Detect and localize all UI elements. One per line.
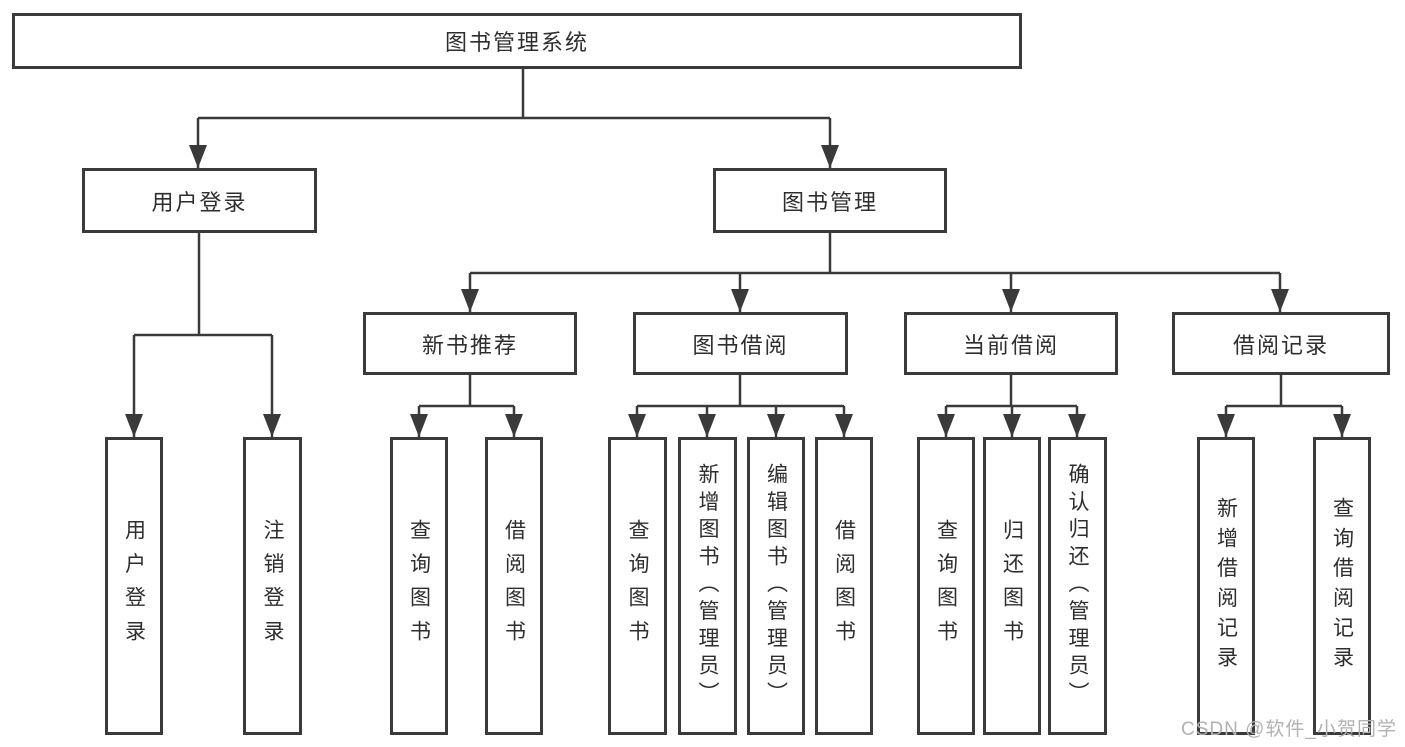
node-user-login-group-label: 用户登录 xyxy=(151,189,248,215)
node-cb-query-book: 查询图书 xyxy=(917,437,975,735)
node-new-book-recommendation-label: 新书推荐 xyxy=(421,332,518,358)
node-br-query-record: 查询借阅记录 xyxy=(1313,437,1371,735)
node-bb-borrow-book: 借阅图书 xyxy=(815,437,873,735)
csdn-watermark: CSDN @软件_小贺同学 xyxy=(1181,719,1397,740)
node-bb-query-book: 查询图书 xyxy=(608,437,667,735)
node-br-add-record: 新增借阅记录 xyxy=(1197,437,1255,735)
node-cb-query-book-label: 查询图书 xyxy=(934,518,958,654)
node-book-borrowing: 图书借阅 xyxy=(633,312,848,375)
node-bb-edit-book-admin: 编辑图书（管理员） xyxy=(747,437,805,735)
node-borrowing-records: 借阅记录 xyxy=(1172,312,1390,375)
node-bb-borrow-book-label: 借阅图书 xyxy=(832,518,856,654)
node-logout-leaf: 注销登录 xyxy=(243,437,302,735)
node-bb-edit-book-admin-label: 编辑图书（管理员） xyxy=(764,463,788,709)
node-user-login-leaf-label: 用户登录 xyxy=(122,518,146,654)
node-bb-query-book-label: 查询图书 xyxy=(626,518,649,654)
node-nb-borrow-book: 借阅图书 xyxy=(485,437,543,735)
node-new-book-recommendation: 新书推荐 xyxy=(363,312,577,375)
node-bb-add-book-admin: 新增图书（管理员） xyxy=(678,437,737,735)
node-library-system-label: 图书管理系统 xyxy=(444,30,589,55)
node-nb-query-book: 查询图书 xyxy=(390,437,448,735)
node-user-login-leaf: 用户登录 xyxy=(105,437,163,735)
node-logout-leaf-label: 注销登录 xyxy=(261,518,284,654)
node-book-borrowing-label: 图书借阅 xyxy=(692,332,789,358)
node-nb-borrow-book-label: 借阅图书 xyxy=(502,518,526,654)
node-br-query-record-label: 查询借阅记录 xyxy=(1330,496,1354,676)
node-cb-confirm-return-admin: 确认归还（管理员） xyxy=(1048,437,1107,735)
node-br-add-record-label: 新增借阅记录 xyxy=(1214,496,1238,676)
node-borrowing-records-label: 借阅记录 xyxy=(1232,332,1329,358)
node-cb-return-book: 归还图书 xyxy=(983,437,1041,735)
node-cb-confirm-return-admin-label: 确认归还（管理员） xyxy=(1066,463,1089,709)
node-book-management: 图书管理 xyxy=(713,168,947,233)
node-bb-add-book-admin-label: 新增图书（管理员） xyxy=(696,463,719,709)
node-cb-return-book-label: 归还图书 xyxy=(1000,518,1024,654)
node-current-borrowing-label: 当前借阅 xyxy=(962,332,1059,358)
node-user-login-group: 用户登录 xyxy=(82,168,317,233)
node-book-management-label: 图书管理 xyxy=(781,189,878,215)
node-current-borrowing: 当前借阅 xyxy=(904,312,1118,375)
node-nb-query-book-label: 查询图书 xyxy=(407,518,431,654)
node-library-system: 图书管理系统 xyxy=(12,13,1022,69)
